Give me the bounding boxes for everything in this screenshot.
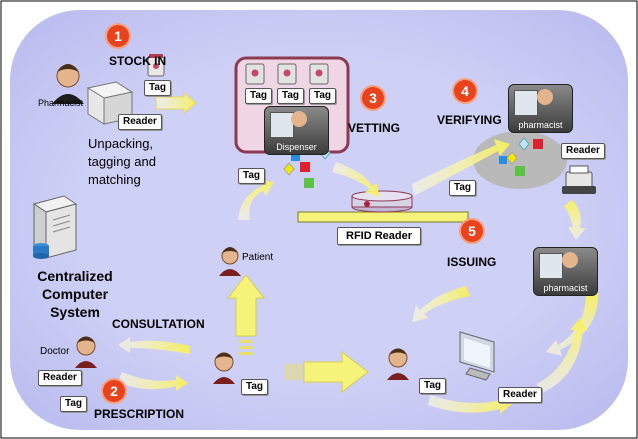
step-3-label: VETTING [348, 121, 401, 135]
rfid-reader-pad [351, 190, 413, 213]
arrow-issuing-down [546, 292, 599, 356]
doctor-label: Doctor [40, 346, 70, 357]
arrow-to-vetting-up [238, 180, 274, 220]
dispenser-plate: Dispenser [264, 106, 329, 155]
computer-monitor-icon [459, 331, 495, 381]
step-1-badge: 1 [107, 25, 129, 47]
unpacking-line-2: tagging and [88, 154, 156, 169]
medicine-bottle-icon [147, 54, 165, 77]
pharmacist-stockin-label: Pharmacist [38, 98, 84, 108]
big-arrow-right [286, 350, 369, 394]
issue-monitor-icon [539, 253, 563, 279]
tag-verify: Tag [449, 180, 477, 196]
unpacking-line-1: Unpacking, [88, 136, 154, 151]
box-icon [86, 81, 134, 125]
central-line-1: Centralized [37, 268, 113, 284]
consultation-label: CONSULTATION [112, 317, 205, 331]
pills-verify [499, 137, 543, 176]
server-icon [32, 195, 78, 259]
verify-monitor-icon [514, 90, 538, 116]
tag-patient-up: Tag [238, 168, 266, 184]
pharmacist-figure-stockin [52, 64, 84, 104]
rfid-bar [297, 211, 469, 223]
unpacking-line-3: matching [88, 172, 141, 187]
stockin-arrow [155, 91, 197, 115]
tag-issuing: Tag [419, 378, 447, 394]
patient-figure-center [213, 352, 235, 384]
patient-figure [219, 247, 241, 276]
arrow-to-reader-bottom [428, 394, 512, 414]
verify-disc [473, 131, 567, 189]
step-1-label: STOCK IN [109, 54, 167, 68]
step-2-label: PRESCRIPTION [94, 407, 185, 421]
step-5-badge: 5 [461, 220, 483, 242]
doctor-figure [75, 336, 97, 368]
arrow-prescription [118, 372, 188, 391]
central-line-2: Computer [41, 286, 109, 302]
arrow-reader-up [536, 318, 588, 392]
pharmacist-issue-label: pharmacist [543, 283, 588, 293]
pharmacist-verify-plate: pharmacist [508, 84, 573, 133]
issue-person-icon [562, 252, 578, 268]
step-4-label: VERIFYING [437, 113, 502, 127]
reader-verify: Reader [561, 143, 605, 159]
tag-vetting-1: Tag [245, 88, 273, 104]
verify-person-icon [537, 89, 553, 105]
printer-icon [562, 165, 596, 194]
arrow-consultation [118, 337, 190, 354]
dispenser-monitor-icon [270, 112, 294, 138]
tag-stockin: Tag [144, 80, 172, 96]
patient-label: Patient [242, 252, 274, 263]
dispenser-person-icon [291, 111, 307, 127]
arrow-to-verifying [412, 139, 510, 196]
step-4-badge: 4 [454, 80, 476, 102]
dispenser-label: Dispenser [276, 142, 317, 152]
pharmacist-verify-label: pharmacist [518, 120, 563, 130]
tag-doctor: Tag [60, 396, 88, 412]
reader-stockin: Reader [118, 114, 162, 130]
arrow-vetting-to-reader [332, 162, 379, 197]
big-arrow-up [226, 274, 266, 355]
step-5-label: ISSUING [447, 255, 497, 269]
pharmacist-issue-plate: pharmacist [533, 247, 598, 296]
reader-doctor: Reader [38, 370, 82, 386]
tag-vetting-2: Tag [277, 88, 305, 104]
patient-figure-issuing [387, 348, 409, 380]
tag-patient-center: Tag [241, 379, 269, 395]
step-2-badge: 2 [103, 380, 125, 402]
rfid-reader-label: RFID Reader [337, 227, 422, 245]
arrow-verify-to-issue [564, 200, 586, 240]
tag-vetting-3: Tag [309, 88, 337, 104]
medicine-bottles-row [245, 63, 329, 85]
step-3-badge: 3 [362, 87, 384, 109]
reader-issuing: Reader [498, 387, 542, 403]
central-line-3: System [50, 304, 100, 320]
arrow-issuing-curve [412, 286, 470, 322]
